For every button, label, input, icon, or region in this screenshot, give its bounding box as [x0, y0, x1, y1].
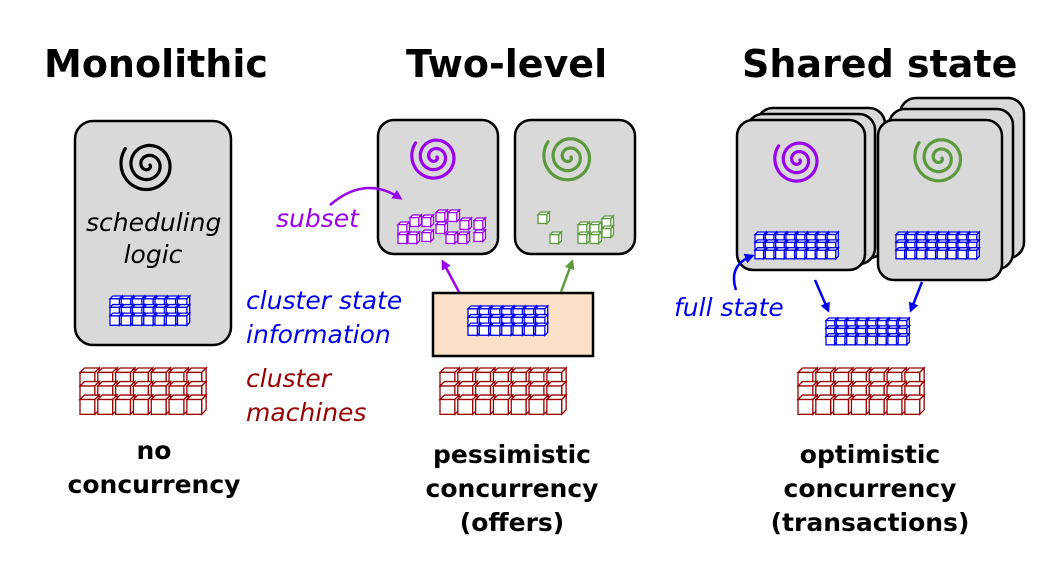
spiral-icon — [542, 137, 592, 182]
column-title-monolithic: Monolithic — [44, 42, 268, 86]
arrow-icon — [908, 281, 924, 313]
caption-two-level-line1: pessimistic — [432, 440, 592, 469]
cluster-machines-label-line1: cluster — [246, 364, 332, 393]
cube-grid-icon — [796, 366, 926, 416]
arrow-icon — [813, 279, 830, 313]
caption-monolithic-line1: no — [136, 436, 172, 465]
cube-grid-icon — [753, 230, 840, 261]
subset-label: subset — [276, 204, 359, 233]
scattered-cubes-purple — [396, 208, 488, 246]
arrow-icon — [559, 259, 575, 293]
scattered-cubes-green — [536, 210, 616, 246]
caption-monolithic-line2: concurrency — [67, 470, 241, 499]
cube-grid-icon — [894, 230, 981, 261]
spiral-icon — [119, 143, 172, 192]
column-title-two-level: Two-level — [406, 42, 608, 86]
scheduling-logic-line2: logic — [123, 240, 183, 269]
arrow-icon — [329, 186, 403, 206]
caption-shared-state-line3: (transactions) — [770, 508, 970, 537]
column-title-shared-state: Shared state — [742, 42, 1018, 86]
cube-grid-icon — [466, 304, 550, 337]
full-state-label: full state — [674, 293, 784, 322]
caption-two-level-line2: concurrency — [425, 474, 599, 503]
caption-two-level-line3: (offers) — [459, 508, 565, 537]
spiral-icon — [410, 138, 456, 180]
monolithic-scheduler-box — [73, 119, 233, 347]
spiral-icon — [773, 141, 819, 183]
scheduling-logic-line1: scheduling — [86, 208, 222, 237]
caption-shared-state-line2: concurrency — [783, 474, 957, 503]
cluster-machines-label-line2: machines — [246, 398, 367, 427]
cube-grid-icon — [438, 366, 568, 416]
caption-shared-state-line1: optimistic — [799, 440, 941, 469]
arrow-icon — [732, 253, 755, 291]
arrow-icon — [441, 259, 461, 293]
cube-grid-icon — [78, 366, 208, 416]
cluster-state-label-line2: information — [246, 320, 391, 349]
cluster-state-label-line1: cluster state — [246, 286, 403, 315]
cube-grid-icon — [824, 316, 911, 347]
cube-grid-icon — [108, 294, 192, 327]
spiral-icon — [913, 138, 963, 183]
